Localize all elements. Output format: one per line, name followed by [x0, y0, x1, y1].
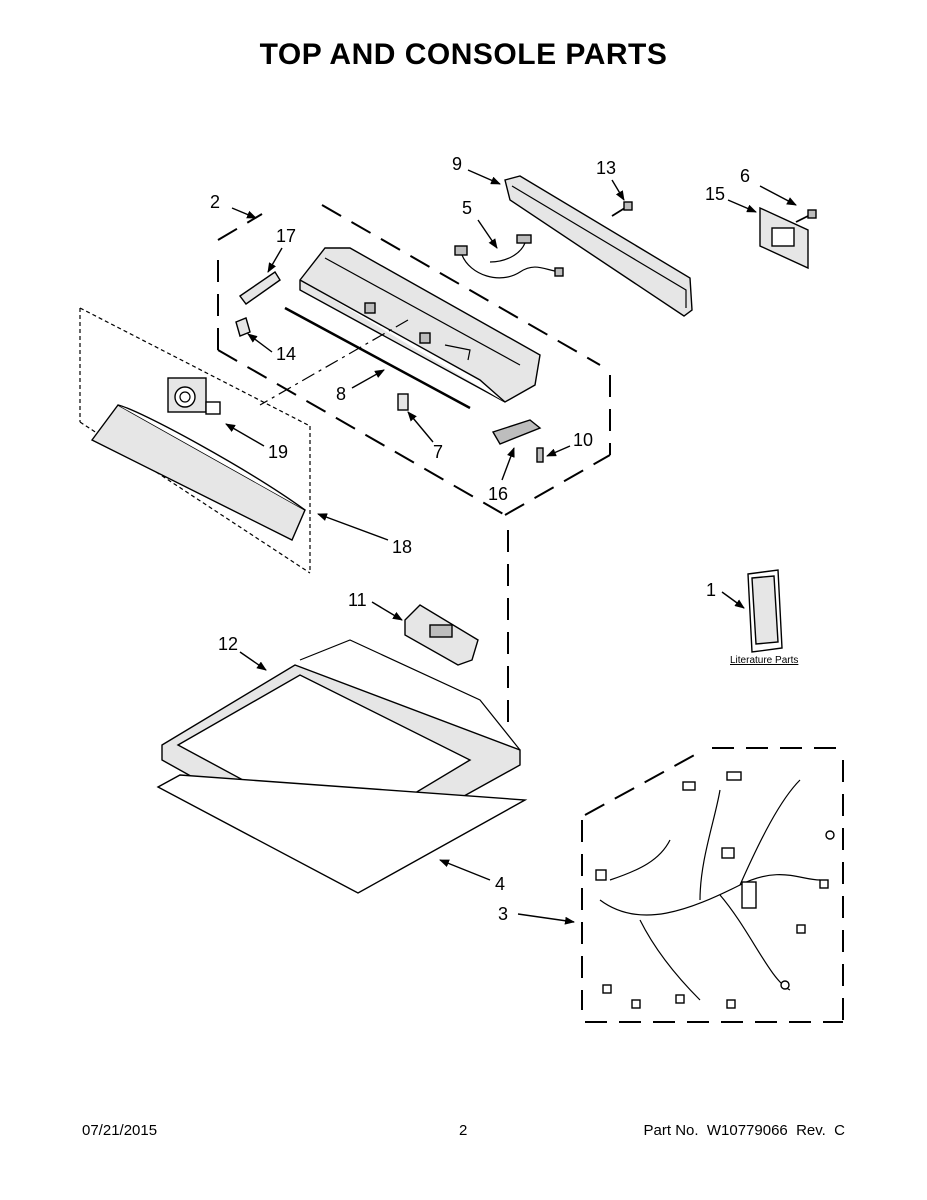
- svg-text:5: 5: [462, 198, 472, 218]
- svg-text:11: 11: [348, 590, 367, 610]
- console-wire-harness: [454, 234, 564, 279]
- literature-parts-label: Literature Parts: [730, 655, 798, 666]
- svg-text:19: 19: [268, 442, 288, 462]
- callout-7: 7: [407, 411, 443, 462]
- clip-17: [239, 271, 281, 305]
- literature-parts-pack: Literature Parts: [730, 569, 798, 666]
- callout-5: 5: [462, 198, 498, 249]
- svg-text:7: 7: [433, 442, 443, 462]
- callout-1: 1: [706, 580, 745, 609]
- console-housing: [284, 247, 541, 410]
- clip-14: [235, 317, 251, 337]
- switch-block: [491, 419, 542, 445]
- svg-text:18: 18: [392, 537, 412, 557]
- callout-8: 8: [336, 369, 385, 404]
- svg-text:13: 13: [596, 158, 616, 178]
- control-board: [404, 604, 479, 666]
- footer-page-number: 2: [459, 1122, 468, 1139]
- svg-text:10: 10: [573, 430, 593, 450]
- svg-text:4: 4: [495, 874, 505, 894]
- callout-16: 16: [488, 447, 515, 504]
- callout-18: 18: [317, 513, 412, 557]
- svg-text:17: 17: [276, 226, 296, 246]
- ui-encoder: [167, 377, 221, 415]
- callout-14: 14: [247, 333, 296, 364]
- callout-19: 19: [225, 423, 288, 462]
- svg-text:3: 3: [498, 904, 508, 924]
- svg-text:12: 12: [218, 634, 238, 654]
- page-title: TOP AND CONSOLE PARTS: [259, 38, 668, 71]
- callout-2: 2: [210, 192, 257, 219]
- console-cap: [504, 175, 693, 317]
- callout-6: 6: [740, 166, 797, 206]
- screw-10: [536, 447, 544, 463]
- callout-3: 3: [498, 904, 575, 925]
- callout-15: 15: [705, 184, 757, 213]
- screw-6: [795, 209, 817, 223]
- screw-13: [611, 201, 633, 217]
- main-harness-boundary: [581, 747, 844, 1023]
- svg-text:6: 6: [740, 166, 750, 186]
- footer-part-number: Part No. W10779066 Rev. C: [643, 1122, 845, 1139]
- callout-10: 10: [546, 430, 593, 457]
- callout-13: 13: [596, 158, 625, 201]
- callout-4: 4: [439, 859, 505, 894]
- clip-7: [397, 393, 409, 411]
- svg-text:9: 9: [452, 154, 462, 174]
- user-interface-panel: [90, 404, 306, 541]
- mounting-bracket: [759, 206, 809, 270]
- top-insulation: [156, 774, 528, 894]
- callout-12: 12: [218, 634, 267, 671]
- footer-date: 07/21/2015: [82, 1122, 158, 1139]
- callout-11: 11: [348, 590, 403, 621]
- svg-text:1: 1: [706, 580, 716, 600]
- callout-9: 9: [452, 154, 501, 185]
- main-wire-harness: [595, 771, 835, 1009]
- callout-17: 17: [267, 226, 296, 273]
- svg-text:2: 2: [210, 192, 220, 212]
- svg-text:16: 16: [488, 484, 508, 504]
- svg-text:15: 15: [705, 184, 725, 204]
- svg-text:14: 14: [276, 344, 296, 364]
- svg-text:8: 8: [336, 384, 346, 404]
